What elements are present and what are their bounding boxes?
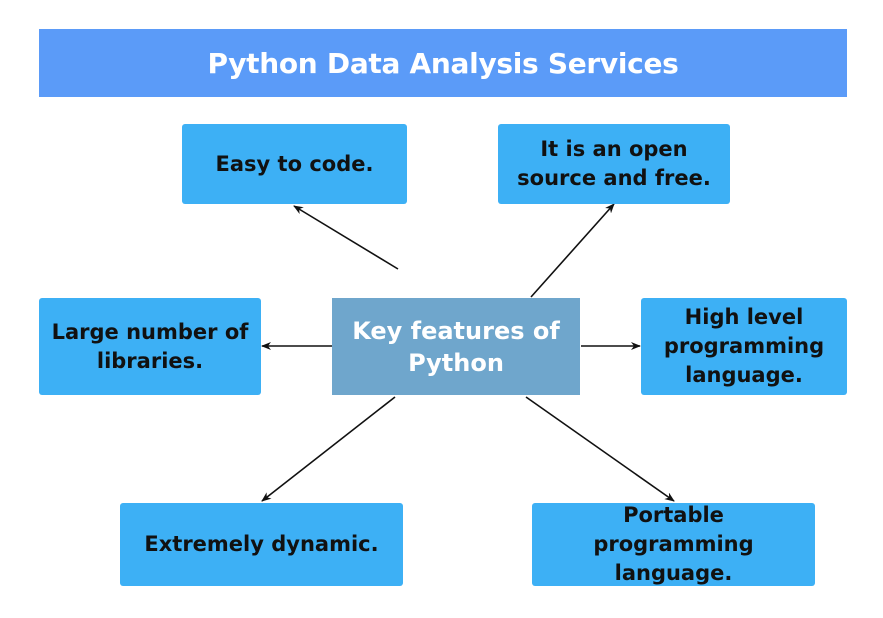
key-features-node: Key features of Python [332, 298, 580, 395]
feature-extremely-dynamic: Extremely dynamic. [120, 503, 403, 586]
feature-portable: Portable programming language. [532, 503, 815, 586]
arrow-to-portable [525, 396, 675, 502]
feature-large-libraries: Large number of libraries. [39, 298, 261, 395]
feature-easy-to-code: Easy to code. [182, 124, 407, 204]
feature-open-source: It is an open source and free. [498, 124, 730, 204]
feature-high-level: High level programming language. [641, 298, 847, 395]
arrow-to-open [530, 203, 615, 298]
arrow-to-dynamic [261, 396, 396, 502]
arrow-to-easy [293, 205, 399, 270]
diagram-title: Python Data Analysis Services [39, 29, 847, 97]
